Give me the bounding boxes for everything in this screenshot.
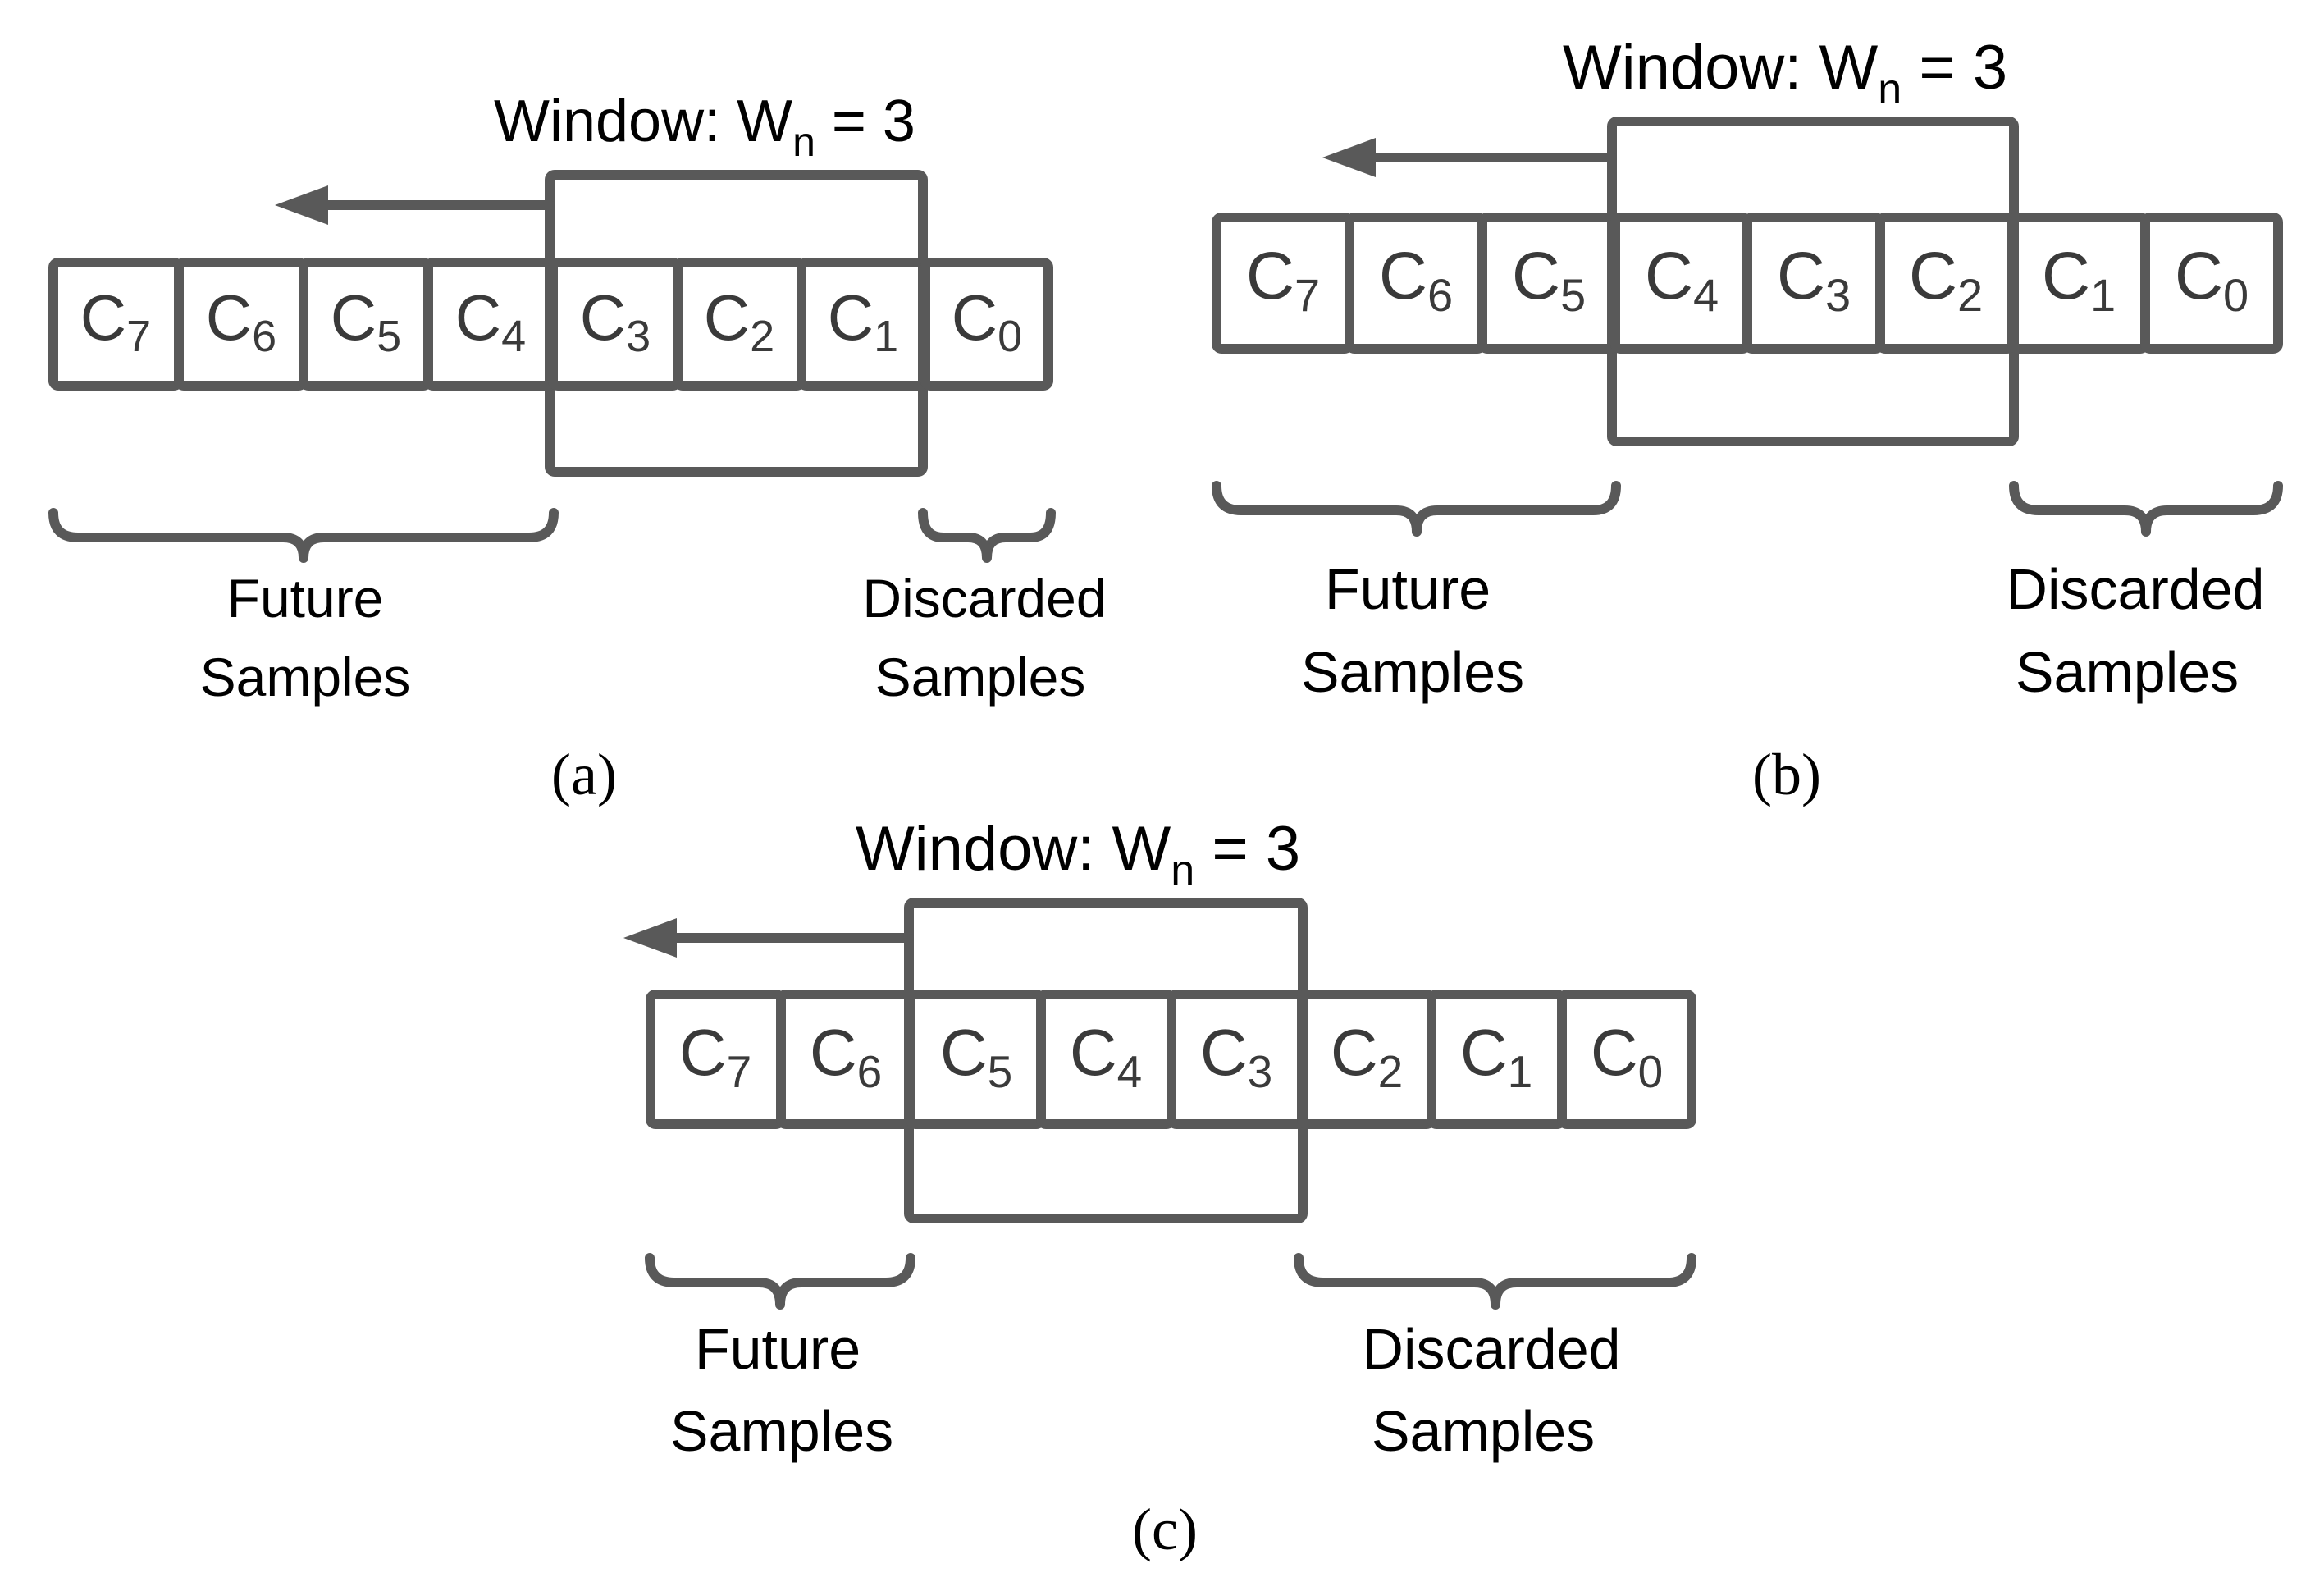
- brace-labels-c: Future Samples Discarded Samples: [670, 1317, 1621, 1463]
- window-label-b: Window: Wn = 3: [1563, 33, 2007, 113]
- panel-c-text: Window: Wn = 3 C7 C6 C5 C4 C3 C2 C1 C0 F…: [670, 814, 1663, 1463]
- future-label-line1: Future: [695, 1317, 861, 1381]
- future-brace: [48, 508, 559, 563]
- cell-label: C7: [1246, 239, 1320, 321]
- window-label-c: Window: Wn = 3: [856, 814, 1300, 894]
- cell-label: C2: [1909, 239, 1983, 321]
- cell-label: C5: [1512, 239, 1586, 321]
- window-value: = 3: [1902, 33, 2007, 103]
- panel-a: [48, 170, 1056, 563]
- caption-a: (a): [551, 742, 617, 807]
- discarded-label-line1: Discarded: [2006, 557, 2264, 621]
- window-symbol: W: [1819, 33, 1879, 103]
- cell-label: C3: [580, 281, 651, 361]
- cell-label: C3: [1200, 1016, 1272, 1097]
- future-label-line2: Samples: [200, 647, 411, 707]
- discarded-brace: [1294, 1253, 1696, 1310]
- cell-c0: [2140, 213, 2283, 354]
- cell-label: C5: [331, 281, 401, 361]
- arrow-head-b: [1322, 138, 1376, 177]
- discarded-brace: [2009, 481, 2283, 537]
- arrow-head-a: [275, 185, 328, 225]
- discarded-label-line2: Samples: [875, 647, 1086, 707]
- cell-label: C6: [1379, 239, 1453, 321]
- future-label-line1: Future: [227, 568, 384, 629]
- cell-label: C3: [1777, 239, 1851, 321]
- brace-labels-b: Future Samples Discarded Samples: [1301, 557, 2265, 704]
- cell-label: C0: [952, 281, 1022, 361]
- cell-label: C6: [206, 281, 276, 361]
- cell-label: C6: [810, 1016, 882, 1097]
- cell-label: C0: [2175, 239, 2249, 321]
- discarded-label-line1: Discarded: [862, 568, 1106, 629]
- arrow-head-c: [623, 918, 677, 958]
- cell-label: C4: [1645, 239, 1719, 321]
- window-symbol: W: [1112, 814, 1171, 884]
- future-brace: [1212, 481, 1621, 537]
- window-label-prefix: Window:: [1563, 33, 1819, 103]
- panel-a-text: Window: Wn = 3 C7 C6 C5 C4 C3 C2 C1 C0 F…: [80, 89, 1107, 707]
- cell-label: C1: [2042, 239, 2116, 321]
- cell-label: C2: [704, 281, 774, 361]
- brace-labels-a: Future Samples Discarded Samples: [200, 568, 1107, 707]
- cell-labels-b: C7 C6 C5 C4 C3 C2 C1 C0: [1246, 239, 2249, 321]
- panel-b: [1212, 117, 2283, 537]
- window-value: = 3: [815, 89, 915, 154]
- caption-c: (c): [1132, 1497, 1198, 1562]
- cell-label: C0: [1591, 1016, 1663, 1097]
- cell-label: C1: [1460, 1016, 1532, 1097]
- window-label-prefix: Window:: [494, 89, 737, 154]
- panel-b-text: Window: Wn = 3 C7 C6 C5 C4 C3 C2 C1 C0 F…: [1246, 33, 2265, 704]
- future-label-line1: Future: [1325, 557, 1491, 621]
- window-label-prefix: Window:: [856, 814, 1112, 884]
- future-label-line2: Samples: [670, 1399, 893, 1463]
- cell-label: C7: [679, 1016, 751, 1097]
- window-subscript: n: [1171, 847, 1194, 894]
- window-symbol: W: [737, 89, 792, 154]
- cell-label: C4: [1070, 1016, 1142, 1097]
- cell-label: C4: [455, 281, 526, 361]
- discarded-label-line2: Samples: [2016, 640, 2239, 704]
- future-label-line2: Samples: [1301, 640, 1524, 704]
- cell-c0: [1557, 990, 1696, 1129]
- cell-label: C1: [828, 281, 898, 361]
- window-subscript: n: [792, 119, 815, 165]
- discarded-label-line1: Discarded: [1362, 1317, 1620, 1381]
- future-brace: [645, 1253, 915, 1310]
- discarded-label-line2: Samples: [1372, 1399, 1595, 1463]
- window-label-a: Window: Wn = 3: [494, 89, 915, 165]
- caption-b: (b): [1752, 742, 1821, 807]
- cell-c0: [920, 258, 1053, 391]
- cell-label: C7: [80, 281, 151, 361]
- cell-label: C5: [940, 1016, 1012, 1097]
- panel-c: [645, 898, 1696, 1310]
- window-subscript: n: [1878, 66, 1902, 113]
- cell-labels-c: C7 C6 C5 C4 C3 C2 C1 C0: [679, 1016, 1663, 1097]
- cell-labels-a: C7 C6 C5 C4 C3 C2 C1 C0: [80, 281, 1022, 361]
- window-value: = 3: [1194, 814, 1300, 884]
- discarded-brace: [918, 508, 1056, 563]
- cell-label: C2: [1331, 1016, 1403, 1097]
